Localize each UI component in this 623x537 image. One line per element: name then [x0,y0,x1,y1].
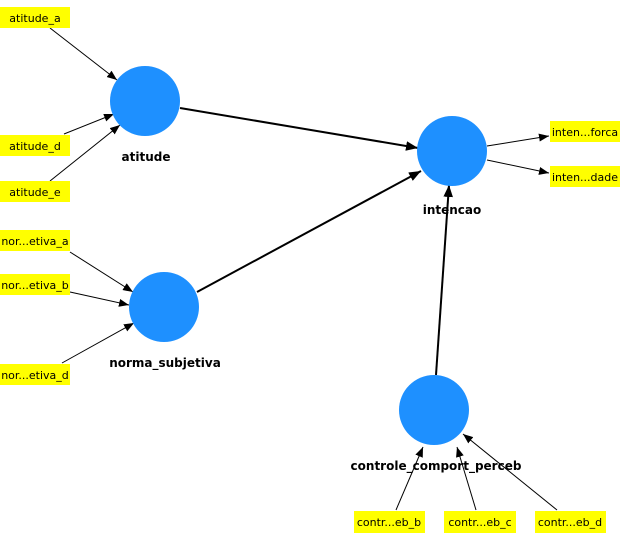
latent-norma-subjetiva[interactable]: norma_subjetiva [109,272,221,371]
edge-atitude-intencao [179,107,419,151]
indicator-controle-b[interactable]: contr...eb_b [354,511,425,533]
indicator-atitude-d[interactable]: atitude_d [0,135,70,156]
indicator-atitude-e[interactable]: atitude_e [0,181,70,202]
edge-controle-intencao [435,184,453,376]
indicator-intencao-dade[interactable]: inten...dade [550,166,620,187]
latent-intencao-label: intencao [423,203,482,217]
edge-norma-b [69,291,130,307]
edge-norma-intencao [196,170,422,293]
edge-intencao-dade [486,159,550,175]
indicator-intencao-forca[interactable]: inten...forca [550,121,620,142]
edge-atitude-a [49,27,118,81]
indicator-label: nor...etiva_d [1,369,69,382]
latent-controle-comport-perceb[interactable]: controle_comport_perceb [351,375,522,474]
indicator-controle-c[interactable]: contr...eb_c [444,511,516,533]
indicator-norma-d[interactable]: nor...etiva_d [0,364,70,385]
indicator-atitude-a[interactable]: atitude_a [0,7,70,28]
latent-atitude-circle [110,66,180,136]
edge-norma-a [69,251,134,293]
indicator-label: atitude_e [9,186,61,199]
indicator-controle-d[interactable]: contr...eb_d [535,511,606,533]
edge-controle-b [395,446,424,511]
indicator-label: inten...dade [552,171,618,184]
edge-intencao-forca [486,133,550,147]
edge-atitude-d [63,113,115,135]
indicator-label: nor...etiva_a [1,235,68,248]
edge-controle-c [456,446,477,511]
latent-norma-label: norma_subjetiva [109,356,221,371]
latent-controle-circle [399,375,469,445]
indicator-label: nor...etiva_b [1,279,69,292]
latent-intencao-circle [417,116,487,186]
latent-norma-circle [129,272,199,342]
edge-norma-d [61,322,135,364]
latent-atitude-label: atitude [122,150,171,164]
indicator-label: contr...eb_b [357,516,421,529]
indicator-label: atitude_d [9,140,61,153]
latent-intencao[interactable]: intencao [417,116,487,217]
indicator-norma-a[interactable]: nor...etiva_a [0,230,70,251]
indicator-label: atitude_a [9,12,60,25]
edge-controle-d [462,433,558,511]
latent-atitude[interactable]: atitude [110,66,180,164]
latent-controle-label: controle_comport_perceb [351,459,522,474]
edge-atitude-e [49,124,121,182]
indicator-label: contr...eb_c [448,516,511,529]
indicator-label: contr...eb_d [538,516,602,529]
indicator-norma-b[interactable]: nor...etiva_b [0,274,70,295]
indicator-label: inten...forca [552,126,618,139]
